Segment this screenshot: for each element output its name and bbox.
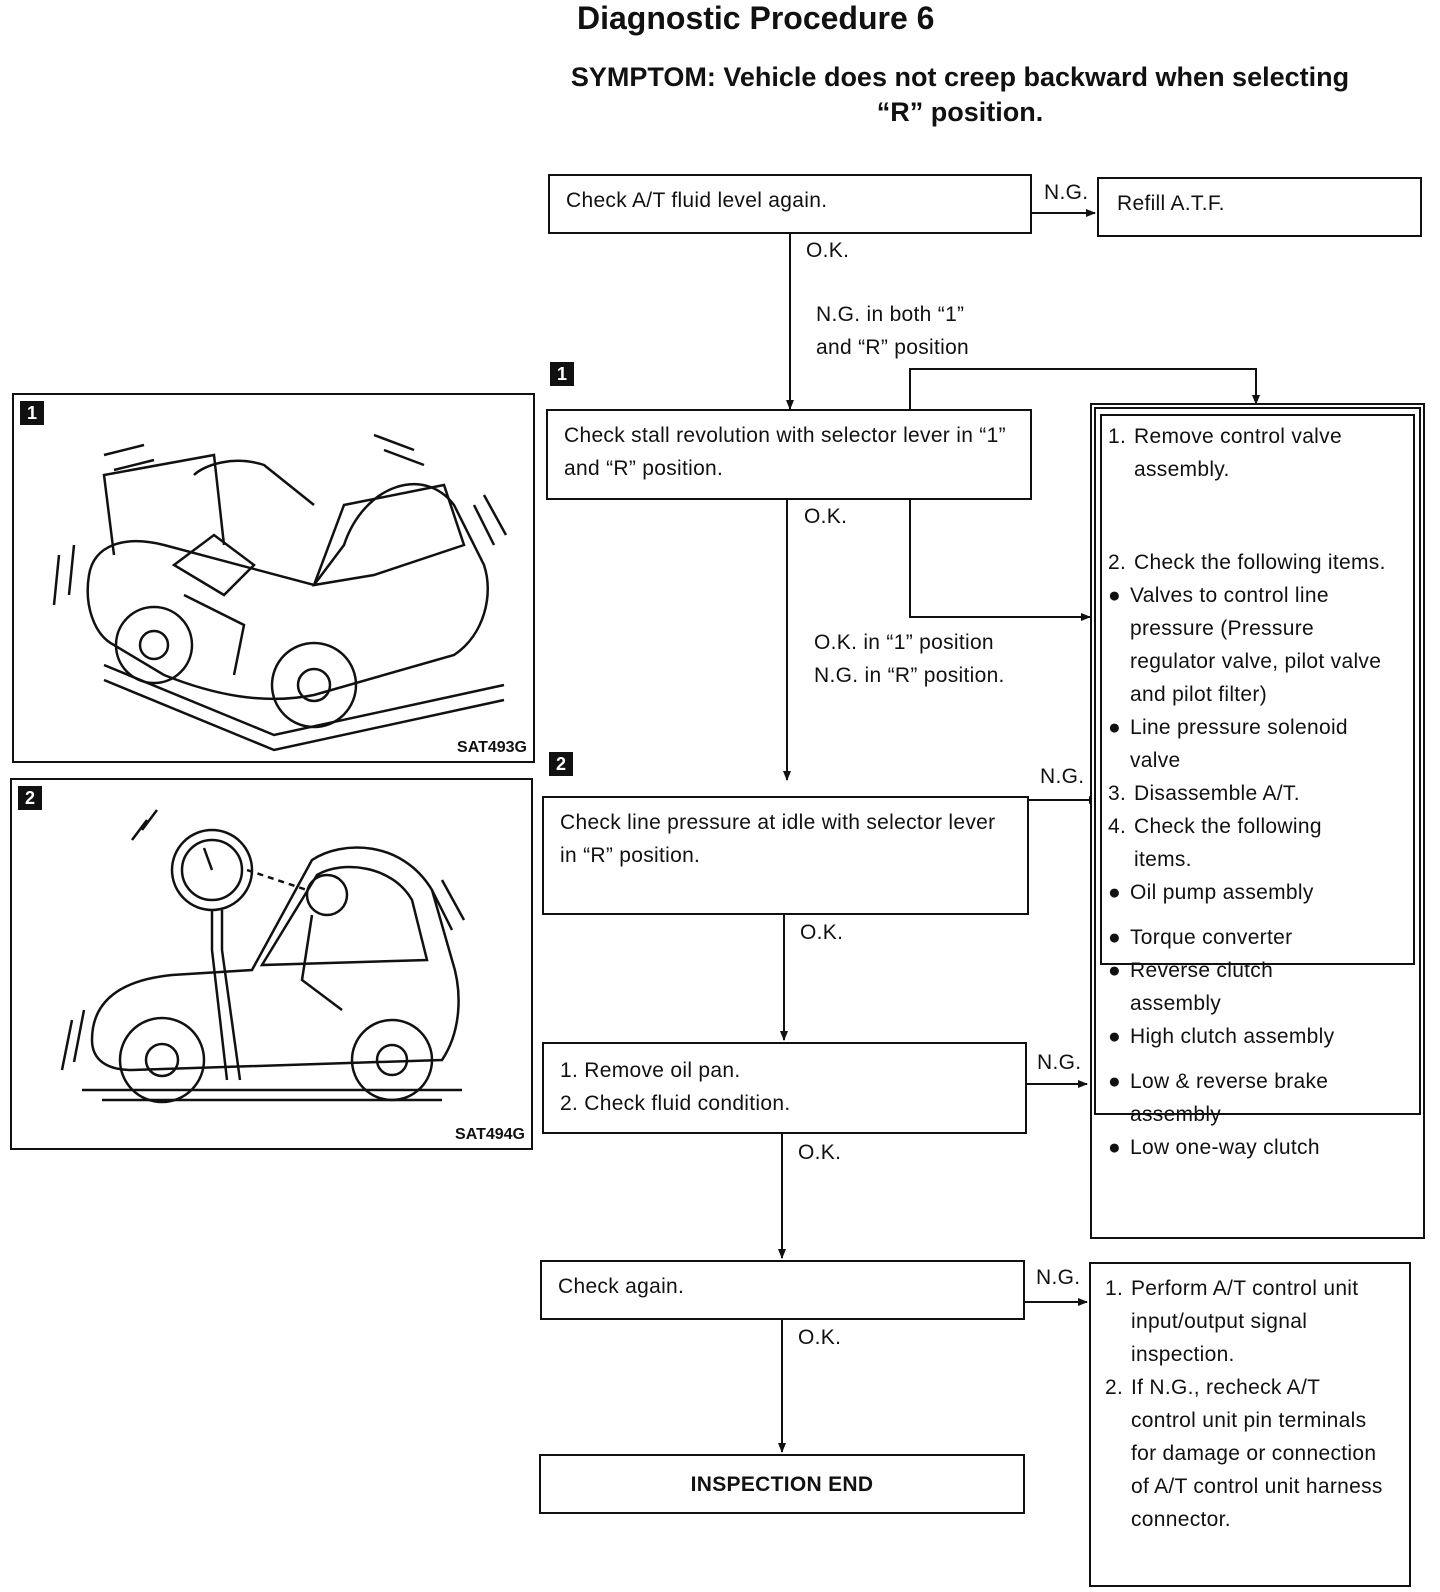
oil-pan-box: 1. Remove oil pan. 2. Check fluid condit… [542,1042,1027,1134]
step-marker-2: 2 [549,752,573,776]
repair-item-4-text: Check the following items. [1134,815,1322,871]
symptom-text: SYMPTOM: Vehicle does not creep backward… [570,62,1350,127]
repair-text: 1. Remove control valve assembly. 2. Che… [1108,420,1418,1164]
control-unit-item-1-num: 1. [1105,1277,1124,1300]
control-unit-item-1-text: Perform A/T control unit input/output si… [1131,1277,1359,1366]
repair-bullet-b3: ● Reverse clutch assembly [1108,959,1274,1015]
stall-check-box: Check stall revolution with selector lev… [546,409,1032,500]
repair-item-1-text: Remove control valve assembly. [1134,425,1342,481]
repair-bullet-b2: ● Torque converter [1108,926,1293,949]
control-unit-item-2-num: 2. [1105,1376,1124,1399]
illustration-2-marker: 2 [18,786,42,810]
repair-item-4: 4. Check the following items. [1108,810,1418,876]
label-ng-in-r: N.G. in “R” position. [814,664,1005,687]
control-unit-item-2: 2. If N.G., recheck A/T control unit pin… [1105,1371,1395,1536]
label-ok-oil: O.K. [798,1141,842,1164]
repair-outer-frame [1090,403,1425,1239]
repair-item-1-num: 1. [1108,425,1127,448]
repair-item-1: 1. Remove control valve assembly. [1108,420,1418,486]
step-marker-1: 1 [550,362,574,386]
repair-bullet-b1: ● Oil pump assembly [1108,881,1314,904]
label-ng-both-2: and “R” position [816,336,970,359]
car-pressure-gauge-image [60,809,466,1104]
illustration-1-code: SAT493G [457,739,527,756]
label-ng-again: N.G. [1036,1266,1081,1289]
control-unit-item-1: 1. Perform A/T control unit input/output… [1105,1272,1395,1371]
line-pressure-box: Check line pressure at idle with selecto… [542,796,1029,915]
repair-item-3-text: Disassemble A/T. [1134,782,1300,805]
control-unit-box: 1. Perform A/T control unit input/output… [1089,1262,1411,1587]
label-ok-again: O.K. [798,1326,842,1349]
inspection-end-box: INSPECTION END [539,1454,1025,1514]
repair-bullet-b5: ● Low & reverse brake assembly [1108,1070,1329,1126]
illustration-2-code: SAT494G [455,1126,525,1143]
oil-pan-step-2: 2. Check fluid condition. [560,1092,791,1115]
repair-item-3-num: 3. [1108,782,1127,805]
label-ok-in-1: O.K. in “1” position [814,631,994,654]
label-ng-refill: N.G. [1044,181,1089,204]
inspection-end-text: INSPECTION END [690,1473,874,1496]
stall-check-text: Check stall revolution with selector lev… [564,424,1006,480]
line-pressure-text: Check line pressure at idle with selecto… [560,811,996,867]
repair-bullet-b4: ● High clutch assembly [1108,1025,1335,1048]
repair-item-3: 3. Disassemble A/T. [1108,777,1418,810]
label-ok-line: O.K. [800,921,844,944]
check-again-box: Check again. [540,1260,1025,1320]
label-ng-oil: N.G. [1037,1051,1082,1074]
label-ok-stall: O.K. [804,505,848,528]
repair-bullet-b6: ● Low one-way clutch [1108,1136,1320,1159]
repair-bullet-a1: ● Valves to control line pressure (Press… [1108,584,1382,706]
repair-item-2: 2. Check the following items. [1108,546,1418,579]
repair-item-2-text: Check the following items. [1134,551,1386,574]
check-fluid-box: Check A/T fluid level again. [548,174,1032,234]
repair-item-2-num: 2. [1108,551,1127,574]
check-again-text: Check again. [558,1275,685,1298]
illustration-1-marker: 1 [20,401,44,425]
label-ok-fluid: O.K. [806,239,850,262]
label-ng-both-1: N.G. in both “1” [816,303,965,326]
repair-bullet-a2: ● Line pressure solenoid valve [1108,716,1348,772]
repair-inner-frame-2 [1100,414,1415,965]
page-title: Diagnostic Procedure 6 [577,0,935,36]
control-unit-item-2-text: If N.G., recheck A/T control unit pin te… [1131,1376,1383,1531]
repair-inner-frame-1 [1094,407,1421,1115]
illustration-line-pressure: 2 [10,778,533,1150]
refill-text: Refill A.T.F. [1117,192,1225,215]
label-ng-line: N.G. [1040,765,1085,788]
illustration-stall-test: 1 SAT493G [12,393,535,763]
repair-item-4-num: 4. [1108,815,1127,838]
refill-box: Refill A.T.F. [1097,177,1422,237]
car-hood-open-image [52,433,508,752]
check-fluid-text: Check A/T fluid level again. [566,189,828,212]
oil-pan-step-1: 1. Remove oil pan. [560,1059,741,1082]
